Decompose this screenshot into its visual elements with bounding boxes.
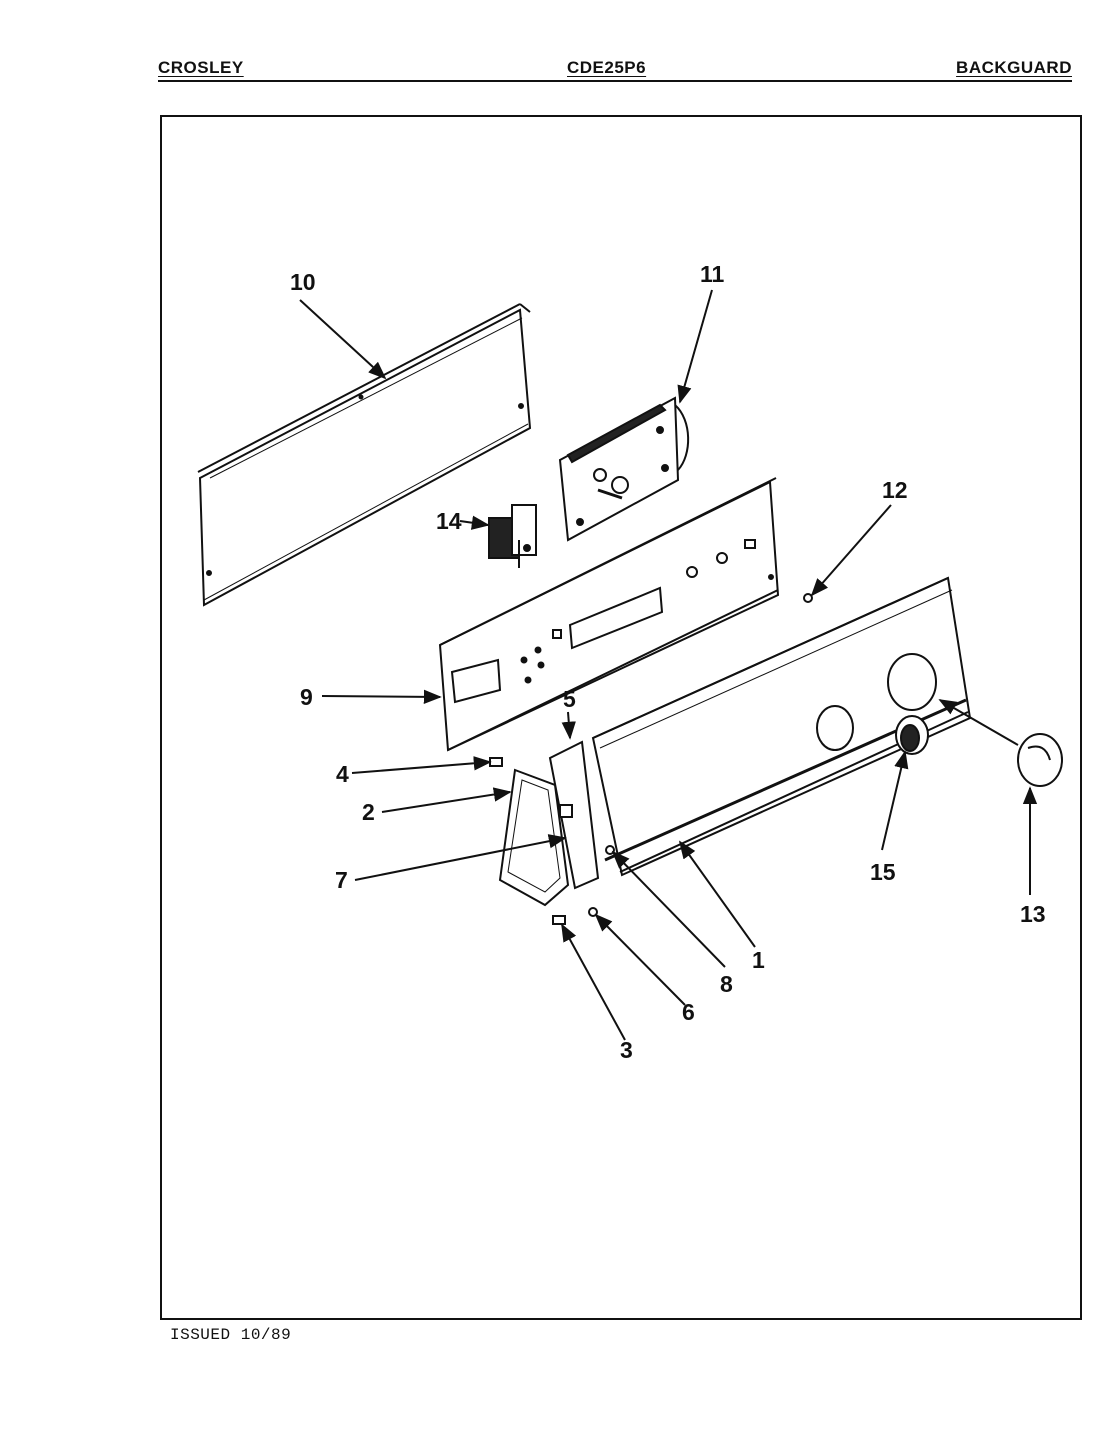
- part-1-console: [591, 576, 972, 877]
- section-title: BACKGUARD: [956, 58, 1072, 77]
- leader-lines: [299, 289, 1038, 1041]
- fasteners: [489, 593, 813, 925]
- brand-label: CROSLEY: [158, 58, 244, 77]
- part-12-screw: [803, 593, 813, 603]
- callout-8: 8: [720, 971, 733, 997]
- part-13-large-knob: [1017, 733, 1063, 787]
- part-5-trim-strip: [548, 740, 600, 890]
- part-14-switch: [488, 504, 537, 568]
- callout-2: 2: [362, 799, 375, 825]
- callout-11: 11: [700, 261, 725, 287]
- part-4-clip: [489, 757, 503, 767]
- part-11-timer: [558, 396, 690, 542]
- callout-5: 5: [563, 686, 576, 712]
- header-rule: [158, 80, 1072, 82]
- callout-3: 3: [620, 1037, 633, 1063]
- callout-12: 12: [882, 477, 908, 503]
- callout-1: 1: [752, 947, 765, 973]
- callout-10: 10: [290, 269, 316, 295]
- diagram-frame: [160, 115, 1082, 1320]
- callout-7: 7: [335, 867, 348, 893]
- model-number: CDE25P6: [567, 58, 647, 77]
- callout-14: 14: [436, 508, 462, 534]
- part-6-screw: [588, 907, 598, 917]
- callout-4: 4: [336, 761, 349, 787]
- callout-9: 9: [300, 684, 313, 710]
- callout-13: 13: [1020, 901, 1046, 927]
- part-7-bracket: [559, 804, 573, 818]
- callout-15: 15: [870, 859, 896, 885]
- part-9-control-panel: [438, 477, 780, 752]
- part-2-end-cap: [498, 768, 570, 907]
- callout-labels: 10 11 12 14 9 5 4 2 7 15 13 1 8 6 3: [290, 261, 1046, 1063]
- part-15-small-knob: [895, 715, 929, 755]
- part-10-rear-panel: [197, 303, 532, 607]
- callout-6: 6: [682, 999, 695, 1025]
- part-3-clip: [552, 915, 566, 925]
- issue-date: ISSUED 10/89: [170, 1326, 292, 1344]
